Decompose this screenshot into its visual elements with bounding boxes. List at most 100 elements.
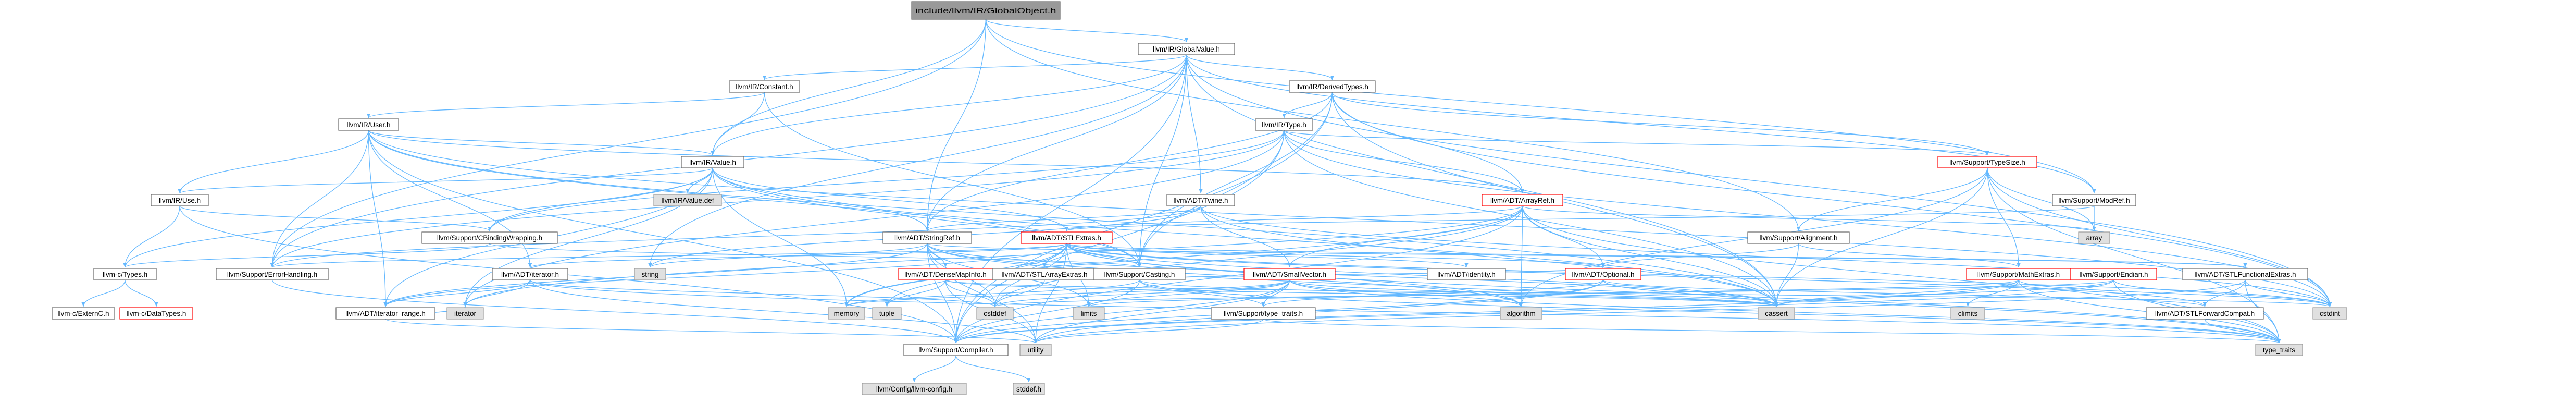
node-use[interactable]: llvm/IR/Use.h	[151, 194, 209, 206]
edge-value-to-iterator	[463, 167, 713, 307]
node-typesize[interactable]: llvm/Support/TypeSize.h	[1937, 156, 2037, 168]
node-arrayref[interactable]: llvm/ADT/ArrayRef.h	[1482, 194, 1563, 206]
node-stlforwardcompat[interactable]: llvm/ADT/STLForwardCompat.h	[2146, 307, 2264, 320]
node-label: llvm/ADT/iterator.h	[501, 271, 559, 278]
node-climits: climits	[1950, 307, 1985, 320]
edge-mathextras-to-cassert	[1774, 279, 2019, 307]
node-valuedef: llvm/IR/Value.def	[653, 194, 722, 206]
node-value[interactable]: llvm/IR/Value.h	[681, 156, 744, 168]
node-datatypes[interactable]: llvm-c/DataTypes.h	[119, 307, 193, 320]
node-label: llvm/IR/DerivedTypes.h	[1296, 83, 1368, 91]
edge-smallvector-to-memory	[844, 279, 1290, 307]
node-label: llvm/Config/llvm-config.h	[876, 385, 952, 393]
edge-value-to-casting	[712, 167, 1142, 268]
edge-constant-to-casting	[764, 92, 1142, 268]
node-twine[interactable]: llvm/ADT/Twine.h	[1166, 194, 1235, 206]
node-stlarrayextras[interactable]: llvm/ADT/STLArrayExtras.h	[992, 268, 1097, 280]
node-densemapinfo[interactable]: llvm/ADT/DenseMapInfo.h	[898, 268, 993, 280]
edge-smallvector-to-limits	[1087, 279, 1290, 307]
node-constant[interactable]: llvm/IR/Constant.h	[729, 80, 800, 93]
node-label: llvm/IR/User.h	[346, 121, 390, 129]
node-label: cstddef	[984, 310, 1006, 317]
node-modref[interactable]: llvm/Support/ModRef.h	[2052, 194, 2136, 206]
edge-supporttypetraits-to-utility	[1034, 319, 1264, 344]
edge-type-to-cbindingmapping	[488, 130, 1285, 231]
node-type[interactable]: llvm/IR/Type.h	[1255, 118, 1313, 131]
edge-casting-to-typetraits	[1139, 279, 2281, 344]
node-stlfunctionalextras[interactable]: llvm/ADT/STLFunctionalExtras.h	[2182, 268, 2308, 280]
node-stringref[interactable]: llvm/ADT/StringRef.h	[882, 231, 972, 244]
node-algorithm: algorithm	[1500, 307, 1542, 320]
node-label: llvm/ADT/STLFunctionalExtras.h	[2194, 271, 2296, 278]
edge-adtiterator-to-cstddef	[529, 279, 997, 307]
edge-type-to-typesize	[1284, 130, 1989, 156]
node-globalvalue[interactable]: llvm/IR/GlobalValue.h	[1138, 43, 1235, 55]
node-externc[interactable]: llvm-c/ExternC.h	[52, 307, 115, 320]
node-endian[interactable]: llvm/Support/Endian.h	[2070, 268, 2157, 280]
node-label: iterator	[454, 310, 477, 317]
node-smallvector[interactable]: llvm/ADT/SmallVector.h	[1243, 268, 1336, 280]
edge-casting-to-cassert	[1139, 279, 1778, 307]
edge-derivedtypes-to-typesize	[1331, 92, 1989, 156]
node-label: array	[2086, 234, 2102, 242]
edge-user-to-use	[178, 130, 369, 194]
edge-supporttypetraits-to-typetraits	[1263, 319, 2281, 344]
node-compiler[interactable]: llvm/Support/Compiler.h	[903, 344, 1009, 356]
edge-use-to-cbindingmapping	[179, 205, 492, 231]
node-alignment[interactable]: llvm/Support/Alignment.h	[1747, 231, 1850, 244]
node-supporttypetraits[interactable]: llvm/Support/type_traits.h	[1211, 307, 1316, 320]
edge-densemapinfo-to-cstddef	[945, 279, 997, 307]
edge-stlextras-to-errorhandling	[270, 243, 1067, 268]
node-label: llvm/ADT/STLExtras.h	[1032, 234, 1101, 242]
edge-arrayref-to-algorithm	[1519, 205, 1523, 307]
node-string: string	[634, 268, 666, 280]
edge-alignment-to-optional	[1601, 243, 1799, 268]
node-stlextras[interactable]: llvm/ADT/STLExtras.h	[1021, 231, 1113, 244]
node-label: stddef.h	[1016, 385, 1041, 393]
edge-user-to-cassert	[368, 130, 1778, 307]
edge-user-to-arrayref	[368, 130, 1524, 194]
edge-arrayref-to-array	[1522, 205, 2096, 231]
edge-casting-to-supporttypetraits	[1139, 279, 1265, 307]
node-root[interactable]: include/llvm/IR/GlobalObject.h	[911, 1, 1061, 20]
edge-constant-to-value	[711, 92, 765, 156]
node-label: llvm/IR/Value.h	[689, 158, 736, 166]
node-derivedtypes[interactable]: llvm/IR/DerivedTypes.h	[1289, 80, 1376, 93]
edge-stlfunctionalextras-to-cstdint	[2245, 279, 2332, 307]
edge-globalvalue-to-modref	[1186, 54, 2096, 194]
node-errorhandling[interactable]: llvm/Support/ErrorHandling.h	[216, 268, 329, 280]
edge-use-to-ctypes	[123, 205, 180, 268]
node-mathextras[interactable]: llvm/Support/MathExtras.h	[1966, 268, 2071, 280]
edge-derivedtypes-to-casting	[1137, 92, 1333, 268]
edge-typesize-to-cassert	[1774, 167, 1988, 307]
edge-twine-to-cassert	[1200, 205, 1778, 307]
node-ctypes[interactable]: llvm-c/Types.h	[93, 268, 157, 280]
node-iterator: iterator	[446, 307, 484, 320]
edge-stlfunctionalextras-to-utility	[1034, 279, 2246, 344]
edge-arrayref-to-stlextras	[1065, 205, 1523, 231]
node-iteratorrange[interactable]: llvm/ADT/iterator_range.h	[335, 307, 435, 320]
node-user[interactable]: llvm/IR/User.h	[338, 118, 399, 131]
node-tuple: tuple	[872, 307, 902, 320]
edge-smallvector-to-cstddef	[993, 279, 1290, 307]
edge-type-to-compiler	[954, 130, 1285, 344]
node-optional[interactable]: llvm/ADT/Optional.h	[1565, 268, 1641, 280]
edge-mathextras-to-compiler	[954, 279, 2019, 344]
edge-smallvector-to-utility	[1034, 279, 1290, 344]
edge-stlforwardcompat-to-typetraits	[2204, 319, 2281, 344]
node-label: llvm/IR/Type.h	[1262, 121, 1306, 129]
edge-adtiterator-to-iteratorrange	[383, 279, 531, 307]
edge-stlextras-to-adtidentity	[1066, 243, 1469, 268]
node-adtiterator[interactable]: llvm/ADT/iterator.h	[492, 268, 568, 280]
edge-typesize-to-array	[1987, 167, 2096, 231]
node-label: llvm/IR/GlobalValue.h	[1153, 45, 1220, 53]
node-label: cstdint	[2320, 310, 2340, 317]
edge-iteratorrange-to-utility	[385, 319, 1038, 344]
edge-stlextras-to-cstdint	[1066, 243, 2332, 307]
node-adtidentity[interactable]: llvm/ADT/identity.h	[1427, 268, 1506, 280]
edge-casting-to-compiler	[954, 279, 1140, 344]
node-cbindingmapping[interactable]: llvm/Support/CBindingWrapping.h	[421, 231, 558, 244]
edge-globalvalue-to-derivedtypes	[1186, 54, 1335, 80]
node-casting[interactable]: llvm/Support/Casting.h	[1093, 268, 1186, 280]
edge-stlextras-to-stlfunctionalextras	[1066, 243, 2247, 268]
